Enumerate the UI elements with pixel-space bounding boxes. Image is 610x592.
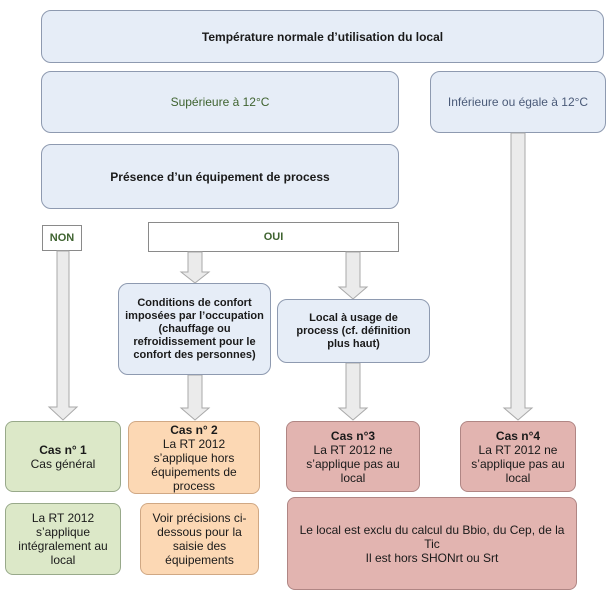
case-4-text: La RT 2012 ne s’applique pas au local — [471, 442, 565, 485]
temperature-header: Température normale d’utilisation du loc… — [41, 10, 604, 63]
case-4-title: Cas n°4 — [495, 428, 541, 443]
case-3-4-note: Le local est exclu du calcul du Bbio, du… — [287, 497, 577, 590]
answer-no: NON — [42, 225, 82, 251]
arrow-comfort-to-case2 — [179, 374, 211, 421]
answer-yes-label: OUI — [263, 230, 284, 243]
comfort-conditions-box: Conditions de confort imposées par l’occ… — [118, 283, 271, 375]
arrow-yes-to-process — [337, 251, 369, 300]
temperature-header-label: Température normale d’utilisation du loc… — [201, 29, 444, 44]
case-2-note-text: Voir précisions ci-dessous pour la saisi… — [152, 511, 247, 567]
answer-no-label: NON — [49, 231, 75, 244]
case-3-text: La RT 2012 ne s’applique pas au local — [306, 442, 400, 485]
case-1-title: Cas n° 1 — [39, 442, 87, 457]
case-2-note: Voir précisions ci-dessous pour la saisi… — [140, 503, 259, 575]
case-2-box: Cas n° 2 La RT 2012 s’applique hors équi… — [128, 421, 260, 494]
process-equipment-question-label: Présence d’un équipement de process — [110, 169, 330, 184]
comfort-conditions-label: Conditions de confort imposées par l’occ… — [125, 296, 264, 361]
case-1-note-text: La RT 2012 s’applique intégralement au l… — [18, 511, 108, 567]
case-3-4-note-line1: Le local est exclu du calcul du Bbio, du… — [299, 522, 565, 551]
arrow-no-to-case1 — [47, 250, 79, 421]
process-equipment-question: Présence d’un équipement de process — [41, 144, 399, 209]
process-usage-box: Local à usage de process (cf. définition… — [277, 299, 430, 363]
case-1-text: Cas général — [30, 456, 96, 471]
process-usage-label: Local à usage de process (cf. définition… — [296, 311, 411, 350]
case-3-4-note-line2: Il est hors SHONrt ou Srt — [365, 550, 499, 565]
answer-yes: OUI — [148, 222, 399, 252]
case-3-title: Cas n°3 — [330, 428, 376, 443]
arrow-yes-to-comfort — [179, 251, 211, 284]
arrow-below-to-case4 — [502, 132, 534, 421]
case-4-box: Cas n°4 La RT 2012 ne s’applique pas au … — [460, 421, 576, 492]
case-3-box: Cas n°3 La RT 2012 ne s’applique pas au … — [286, 421, 420, 492]
branch-above-12-label: Supérieure à 12°C — [170, 95, 270, 109]
case-2-text: La RT 2012 s’applique hors équipements d… — [151, 436, 237, 493]
case-1-note: La RT 2012 s’applique intégralement au l… — [5, 503, 121, 575]
branch-below-12-label: Inférieure ou égale à 12°C — [447, 95, 589, 109]
arrow-process-to-case3 — [337, 362, 369, 421]
branch-above-12: Supérieure à 12°C — [41, 71, 399, 133]
case-2-title: Cas n° 2 — [170, 422, 218, 437]
branch-below-12: Inférieure ou égale à 12°C — [430, 71, 606, 133]
case-1-box: Cas n° 1 Cas général — [5, 421, 121, 492]
